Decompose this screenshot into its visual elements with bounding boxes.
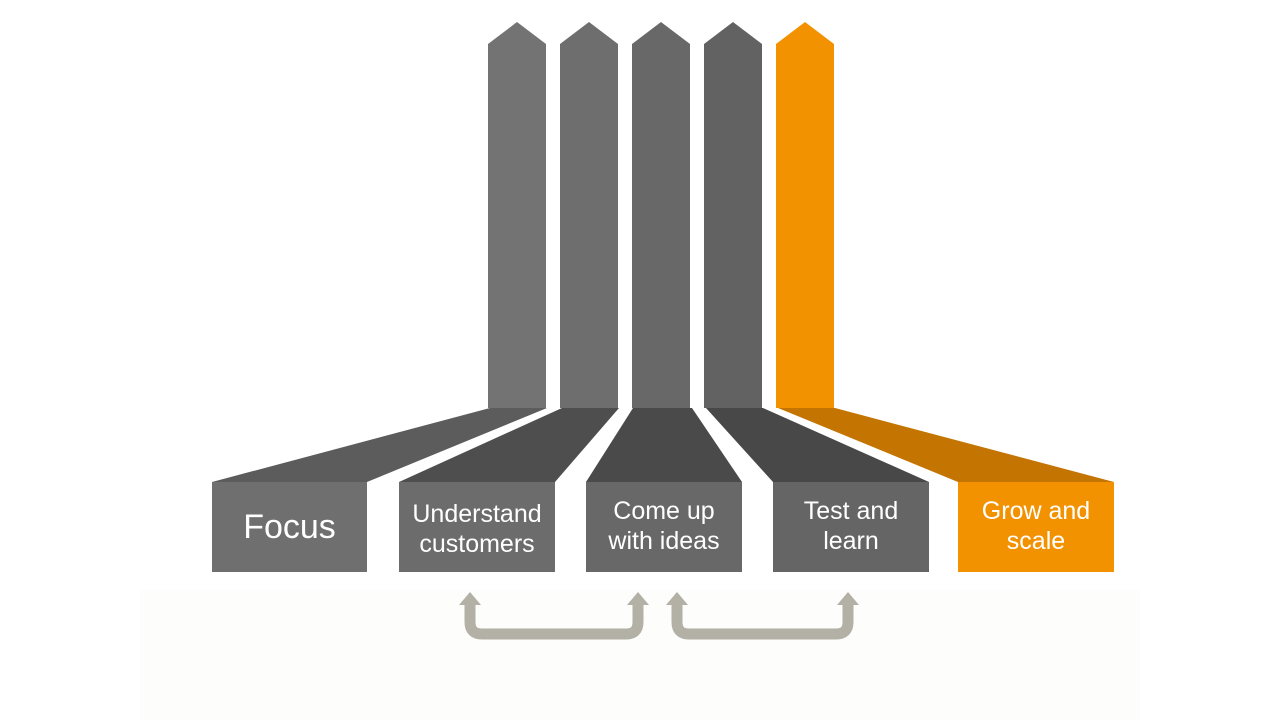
loop-arrowhead-3: [666, 592, 688, 605]
loop-arrowhead-1: [459, 592, 481, 605]
loop-arrowhead-2: [627, 592, 649, 605]
up-arrow-grow-and-scale: [776, 22, 834, 408]
loop-arrowheads: [459, 592, 859, 605]
step-box-understand-customers: [399, 482, 555, 572]
funnel-test-and-learn: [706, 408, 929, 482]
step-label-focus: Focus: [243, 508, 336, 546]
up-arrow-test-and-learn: [704, 22, 762, 408]
step-label-come-up-with-ideas: Come up with ideas: [608, 497, 720, 555]
funnel-focus: [212, 408, 547, 482]
funnel-understand-customers: [399, 408, 619, 482]
step-label-test-and-learn: Test and learn: [803, 497, 899, 555]
loop-arrows: [464, 604, 854, 640]
up-arrow-understand-customers: [560, 22, 618, 408]
vertical-arrows: [488, 22, 834, 408]
funnel-grow-and-scale: [778, 408, 1114, 482]
step-box-test-and-learn: [773, 482, 929, 572]
step-box-grow-and-scale: [958, 482, 1114, 572]
step-box-focus: [212, 482, 367, 572]
loop-arrow-left: [464, 604, 644, 640]
funnel-connectors: [212, 408, 1114, 482]
loop-arrowhead-4: [837, 592, 859, 605]
step-box-come-up-with-ideas: [586, 482, 742, 572]
up-arrow-focus: [488, 22, 546, 408]
step-label-grow-and-scale: Grow and scale: [981, 497, 1091, 555]
funnel-come-up-with-ideas: [586, 408, 742, 482]
loop-arrow-right: [671, 604, 854, 640]
step-boxes: [212, 482, 1114, 572]
up-arrow-come-up-with-ideas: [632, 22, 690, 408]
step-label-understand-customers: Understand customers: [412, 500, 542, 558]
